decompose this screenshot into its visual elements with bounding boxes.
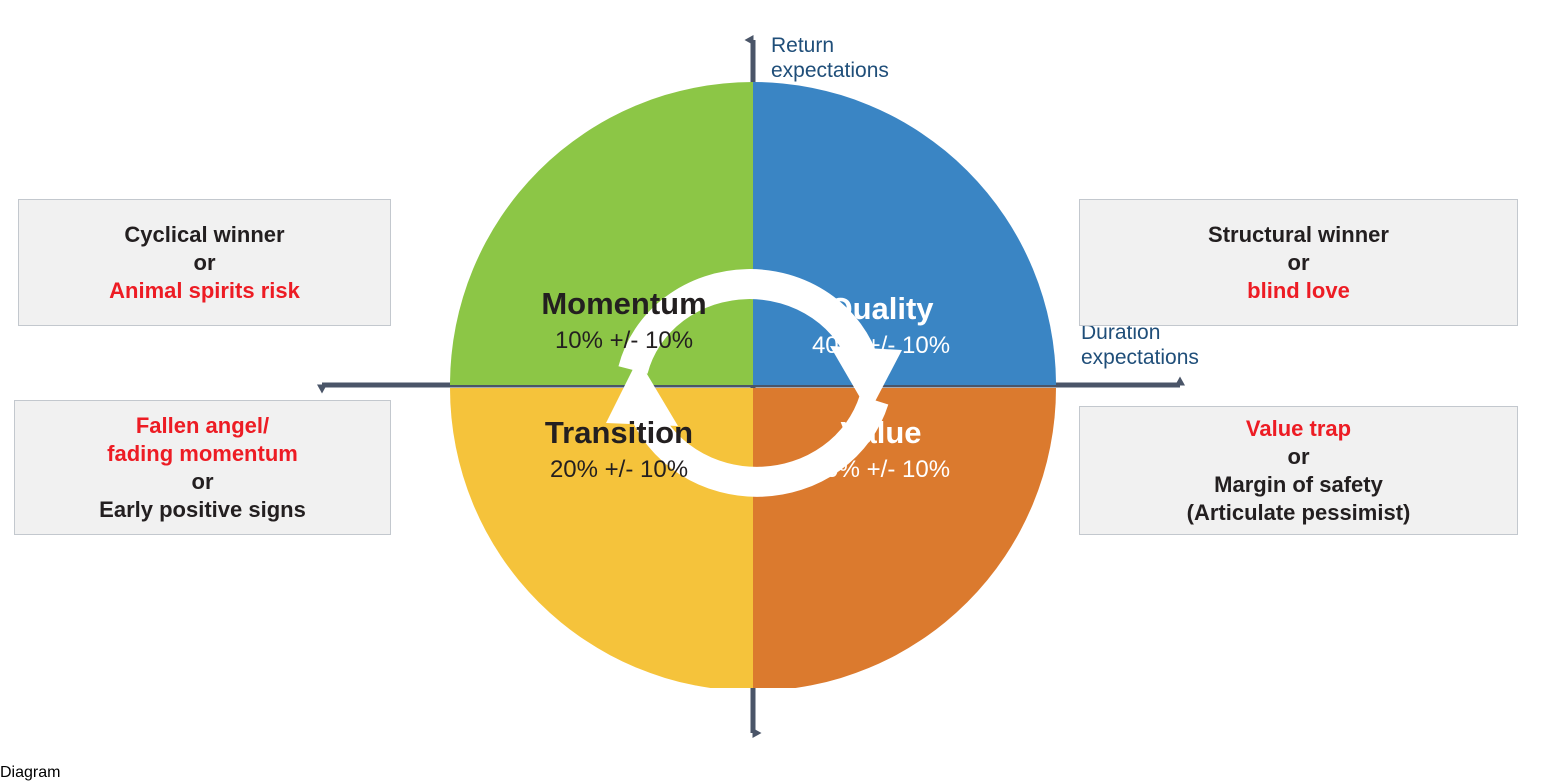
- callout-box-top-right: Structural winner or blind love: [1079, 199, 1518, 326]
- callout-box-bottom-right: Value trap or Margin of safety (Articula…: [1079, 406, 1518, 535]
- callout-line: Animal spirits risk: [109, 277, 300, 303]
- y-axis-label: Return expectations: [771, 34, 889, 82]
- callout-line: Value trap: [1245, 415, 1352, 441]
- callout-line: or: [1287, 249, 1310, 275]
- callout-line: Early positive signs: [99, 496, 306, 522]
- callout-line: Fallen angel/: [135, 412, 270, 438]
- callout-line: blind love: [1247, 277, 1350, 303]
- quadrant-momentum-shape[interactable]: [450, 82, 753, 385]
- curved-arrow-value-to-transition: [606, 359, 889, 497]
- quadrant-wheel: [450, 82, 1056, 688]
- callout-line: (Articulate pessimist): [1186, 499, 1411, 525]
- callout-line: or: [191, 468, 214, 494]
- callout-box-bottom-left: Fallen angel/ fading momentum or Early p…: [14, 400, 391, 535]
- callout-line: fading momentum: [107, 440, 298, 466]
- quadrant-quality-shape[interactable]: [753, 82, 1056, 385]
- curved-arrow-momentum-to-quality: [618, 269, 902, 413]
- callout-box-top-left: Cyclical winner or Animal spirits risk: [18, 199, 391, 326]
- callout-line: Cyclical winner: [124, 221, 285, 247]
- quadrant-value-shape[interactable]: [753, 388, 1056, 688]
- quadrant-transition-shape[interactable]: [450, 388, 753, 688]
- callout-line: or: [1287, 443, 1310, 469]
- callout-line: or: [193, 249, 216, 275]
- callout-line: Margin of safety: [1214, 471, 1383, 497]
- diagram-canvas: Return expectations Duration expectation…: [14, 34, 1518, 738]
- x-axis-label: Duration expectations: [1081, 321, 1199, 369]
- callout-line: Structural winner: [1208, 221, 1389, 247]
